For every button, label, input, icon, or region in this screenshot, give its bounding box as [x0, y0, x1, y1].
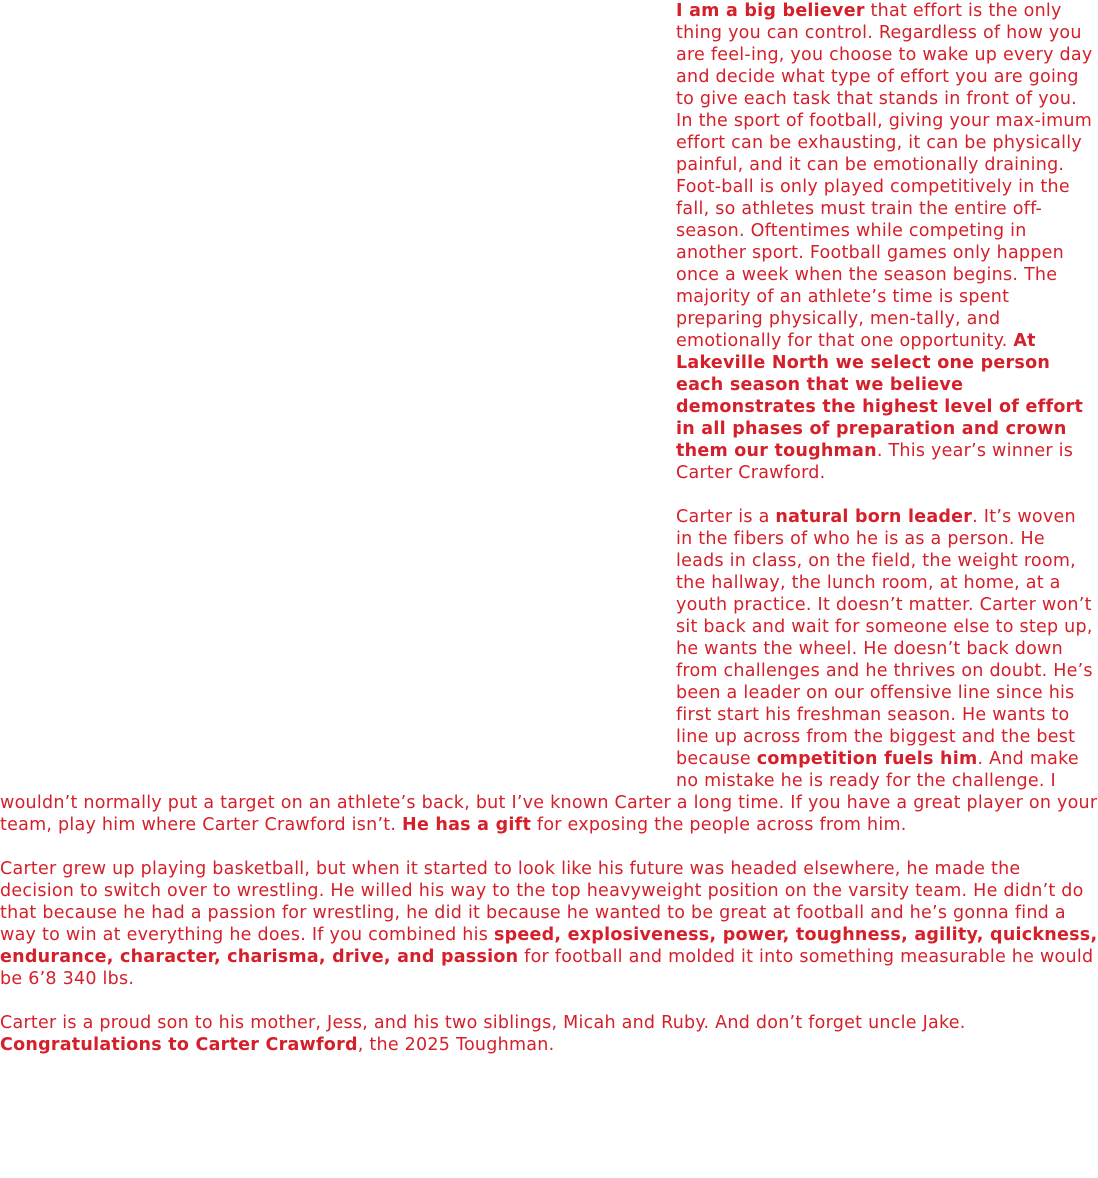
emphasis-text: competition fuels him [756, 749, 978, 769]
body-text: . And make no mistake he is ready for th… [0, 749, 1098, 835]
body-text: that effort is the only thing you can co… [676, 1, 1093, 351]
emphasis-text: speed, explosiveness, power, toughness, … [0, 925, 1098, 967]
emphasis-text: He has a gift [402, 815, 532, 835]
emphasis-text: I am a big believer [676, 1, 865, 21]
body-text: . It’s woven in the fibers of who he is … [676, 507, 1093, 769]
body-text: Carter is a proud son to his mother, Jes… [0, 1013, 966, 1033]
body-text: . This year’s winner is Carter Crawford. [676, 441, 1074, 483]
photo-placeholder [0, 0, 676, 792]
body-text: Carter is a [676, 507, 776, 527]
body-text: for football and molded it into somethin… [0, 947, 1094, 989]
paragraph-leader: Carter is a natural born leader. It’s wo… [0, 506, 1098, 836]
paragraph-wrestling: Carter grew up playing basketball, but w… [0, 858, 1098, 990]
body-text: for exposing the people across from him. [531, 815, 907, 835]
emphasis-text: natural born leader [775, 507, 973, 527]
paragraph-family: Carter is a proud son to his mother, Jes… [0, 1012, 1098, 1056]
paragraph-effort: I am a big believer that effort is the o… [0, 0, 1098, 484]
article-body: I am a big believer that effort is the o… [0, 0, 1098, 1056]
body-text: , the 2025 Toughman. [357, 1035, 555, 1055]
emphasis-text: At Lakeville North we select one person … [676, 331, 1084, 461]
body-text: Carter grew up playing basketball, but w… [0, 859, 1084, 945]
emphasis-text: Congratulations to Carter Crawford [0, 1035, 358, 1055]
